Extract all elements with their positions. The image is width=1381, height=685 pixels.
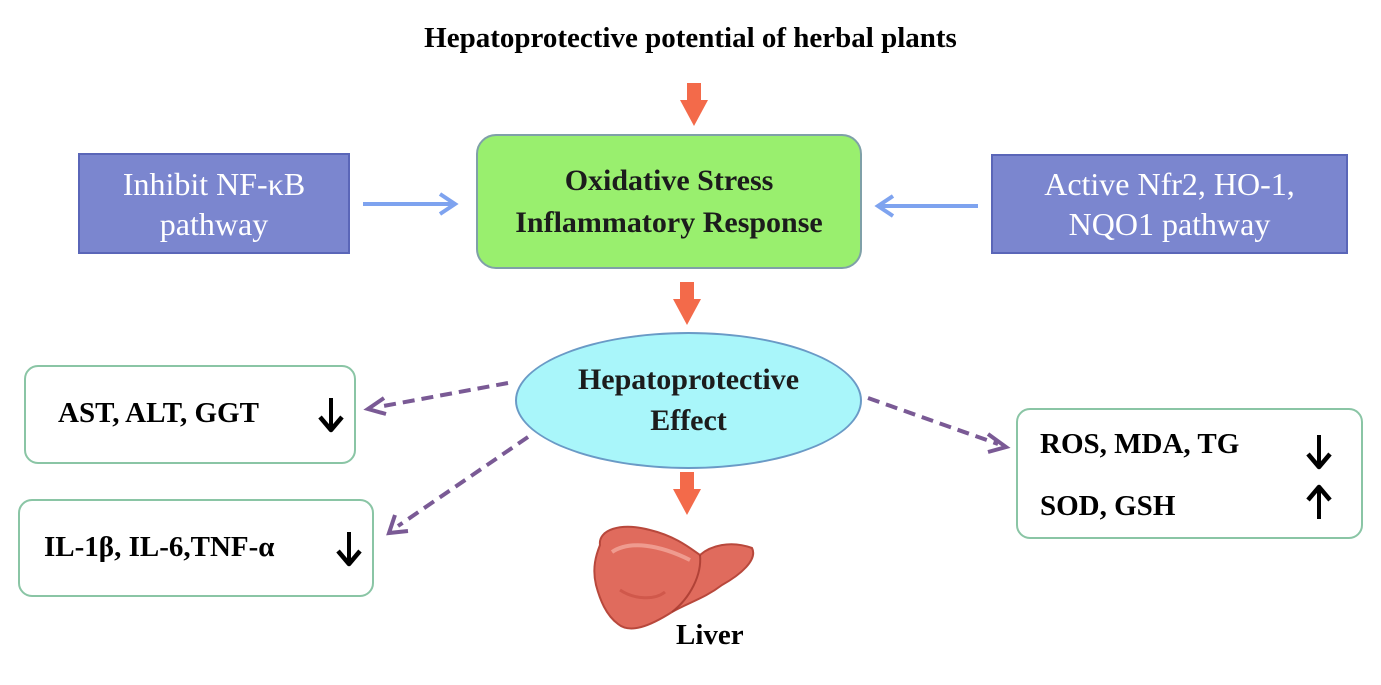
inhibit-nfkb-line1: Inhibit NF-κB bbox=[122, 165, 306, 202]
orange-arrow-top bbox=[680, 83, 708, 126]
oxidative-stress-box: Oxidative Stress Inflammatory Response bbox=[476, 134, 862, 269]
active-nrf2-line1: Active Nfr2, HO-1, bbox=[1044, 166, 1295, 202]
down-arrow-icon bbox=[1306, 435, 1332, 470]
oxidative-stress-line2: Inflammatory Response bbox=[515, 205, 823, 239]
blue-arrow-right bbox=[874, 194, 978, 218]
inhibit-nfkb-line2: pathway bbox=[159, 205, 269, 242]
down-arrow-icon bbox=[336, 532, 362, 567]
ast-alt-ggt-box: AST, ALT, GGT bbox=[24, 365, 356, 464]
diagram-title: Hepatoprotective potential of herbal pla… bbox=[424, 22, 957, 54]
ast-alt-ggt-text: AST, ALT, GGT bbox=[58, 397, 259, 429]
up-arrow-icon bbox=[1306, 484, 1332, 519]
orange-arrow-bottom bbox=[673, 472, 701, 515]
liver-label: Liver bbox=[676, 619, 744, 651]
ros-mda-tg-text: ROS, MDA, TG bbox=[1040, 428, 1240, 460]
dashed-arrow-il bbox=[396, 435, 530, 528]
ros-sod-box: ROS, MDA, TG SOD, GSH bbox=[1016, 408, 1363, 539]
oxidative-stress-line1: Oxidative Stress bbox=[564, 163, 774, 197]
dashed-arrow-ros bbox=[867, 396, 999, 446]
effect-line1: Hepatoprotective bbox=[577, 363, 800, 396]
down-arrow-icon bbox=[318, 398, 344, 433]
orange-arrow-middle bbox=[673, 282, 701, 325]
hepatoprotective-effect-ellipse: Hepatoprotective Effect bbox=[515, 332, 862, 469]
blue-arrow-left bbox=[363, 192, 459, 216]
sod-gsh-text: SOD, GSH bbox=[1040, 490, 1176, 522]
active-nrf2-line2: NQO1 pathway bbox=[1068, 206, 1271, 242]
active-nrf2-box: Active Nfr2, HO-1, NQO1 pathway bbox=[991, 154, 1348, 254]
liver-icon bbox=[593, 525, 755, 630]
inhibit-nfkb-box: Inhibit NF-κB pathway bbox=[78, 153, 350, 254]
il-tnf-box: IL-1β, IL-6,TNF-α bbox=[18, 499, 374, 597]
effect-line2: Effect bbox=[650, 403, 727, 437]
il-tnf-text: IL-1β, IL-6,TNF-α bbox=[44, 531, 275, 563]
dashed-arrow-ast bbox=[377, 381, 509, 409]
